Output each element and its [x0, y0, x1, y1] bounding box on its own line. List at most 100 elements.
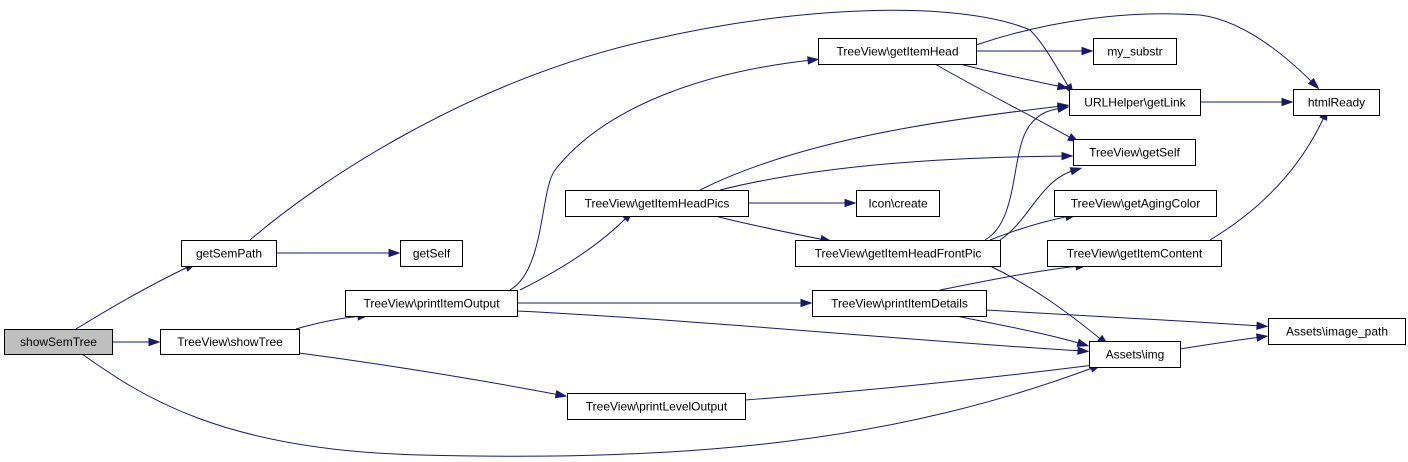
- node-showTree[interactable]: TreeView\showTree: [160, 329, 300, 355]
- edge-line: [989, 215, 1071, 241]
- edge-line: [1209, 114, 1326, 241]
- edge-line: [959, 63, 1063, 88]
- edge-line: [298, 352, 561, 396]
- node-getItemHeadPics[interactable]: TreeView\getItemHeadPics: [565, 190, 749, 217]
- arrowhead: [388, 248, 401, 258]
- edge-getItemContent-to-htmlReady: [1209, 108, 1329, 241]
- edge-line: [939, 265, 1081, 291]
- edge-line: [81, 353, 1096, 457]
- node-label: TreeView\getItemHeadPics: [585, 197, 730, 211]
- node-printItemDetails[interactable]: TreeView\printItemDetails: [812, 290, 987, 317]
- edge-getItemHeadPics-to-iconCreate: [748, 198, 857, 208]
- edge-showTree-to-printLevelOutput: [298, 352, 568, 399]
- node-iconCreate[interactable]: Icon\create: [856, 190, 940, 217]
- arrowhead: [148, 337, 161, 347]
- edge-getItemHead-to-htmlReady: [975, 13, 1320, 90]
- node-box[interactable]: [1069, 89, 1201, 116]
- node-box[interactable]: [567, 393, 746, 420]
- node-getItemContent[interactable]: TreeView\getItemContent: [1047, 240, 1222, 267]
- call-graph-nodes: showSemTree getSemPath getSelfTreeView\sho…: [4, 38, 1406, 420]
- node-getAgingColor[interactable]: TreeView\getAgingColor: [1054, 190, 1217, 217]
- node-box[interactable]: [1293, 89, 1380, 116]
- edge-line: [75, 265, 191, 330]
- node-label: TreeView\printItemDetails: [831, 297, 968, 311]
- node-box[interactable]: [160, 329, 300, 355]
- node-box[interactable]: [1073, 139, 1196, 166]
- node-htmlReady[interactable]: htmlReady: [1293, 89, 1380, 116]
- edge-line: [714, 215, 826, 241]
- edge-printItemOutput-to-getItemHeadPics: [519, 210, 634, 291]
- node-box[interactable]: [1093, 38, 1177, 65]
- node-printLevelOutput[interactable]: TreeView\printLevelOutput: [567, 393, 746, 420]
- edge-getItemHeadPics-to-tvGetSelf: [719, 151, 1074, 191]
- node-printItemOutput[interactable]: TreeView\printItemOutput: [345, 290, 518, 317]
- node-getItemHeadFrontPic[interactable]: TreeView\getItemHeadFrontPic: [795, 240, 1001, 267]
- node-box[interactable]: [1047, 240, 1222, 267]
- edge-getItemHeadPics-to-getItemHeadFrontPic: [714, 215, 833, 244]
- edge-line: [934, 63, 1074, 140]
- edge-getItemHeadFrontPic-to-getAgingColor: [989, 212, 1078, 241]
- node-box[interactable]: [1268, 318, 1406, 345]
- node-label: TreeView\getItemHeadFrontPic: [815, 247, 982, 261]
- edge-getLink-to-htmlReady: [1200, 97, 1294, 107]
- node-label: my_substr: [1107, 45, 1162, 59]
- edge-printItemOutput-to-printItemDetails: [517, 298, 813, 308]
- edge-getItemHeadFrontPic-to-getLink: [984, 104, 1070, 241]
- node-label: TreeView\showTree: [177, 335, 283, 349]
- node-box[interactable]: [4, 329, 113, 355]
- node-getLink[interactable]: URLHelper\getLink: [1069, 89, 1201, 116]
- node-box[interactable]: [565, 190, 749, 217]
- edge-line: [516, 310, 1083, 352]
- arrowhead: [1255, 333, 1269, 342]
- node-label: htmlReady: [1308, 96, 1365, 110]
- node-label: Assets\img: [1106, 348, 1165, 362]
- edge-printItemDetails-to-assetsImg: [955, 315, 1090, 347]
- arrowhead: [1256, 321, 1269, 330]
- node-label: TreeView\getItemHead: [836, 45, 958, 59]
- edge-getItemHead-to-tvGetSelf: [934, 63, 1080, 143]
- node-box[interactable]: [856, 190, 940, 217]
- edge-printLevelOutput-to-assetsImg: [744, 361, 1102, 401]
- node-imagePath[interactable]: Assets\image_path: [1268, 318, 1406, 345]
- node-getItemHead[interactable]: TreeView\getItemHead: [818, 38, 977, 65]
- node-box[interactable]: [400, 240, 463, 267]
- node-label: TreeView\getAgingColor: [1071, 197, 1200, 211]
- node-label: getSelf: [413, 247, 451, 261]
- arrowhead: [1076, 338, 1090, 347]
- node-getSelf[interactable]: getSelf: [400, 240, 463, 267]
- node-box[interactable]: [181, 240, 277, 267]
- node-box[interactable]: [1089, 341, 1181, 368]
- edge-line: [295, 315, 363, 330]
- node-box[interactable]: [345, 290, 518, 317]
- node-label: TreeView\getItemContent: [1067, 247, 1203, 261]
- edge-line: [989, 265, 1104, 342]
- arrowhead: [1081, 46, 1094, 56]
- node-box[interactable]: [1054, 190, 1217, 217]
- edge-getSemPath-to-getSelf: [276, 248, 401, 258]
- node-assetsImg[interactable]: Assets\img: [1089, 341, 1181, 368]
- node-mySubstr[interactable]: my_substr: [1093, 38, 1177, 65]
- edge-getItemHeadPics-to-getLink: [699, 102, 1070, 191]
- node-getSemPath[interactable]: getSemPath: [181, 240, 277, 267]
- edge-getItemHeadFrontPic-to-assetsImg: [989, 265, 1109, 346]
- arrowhead: [1061, 151, 1074, 161]
- arrowhead: [1056, 81, 1070, 91]
- node-label: TreeView\getSelf: [1089, 146, 1180, 160]
- edge-line: [955, 315, 1083, 345]
- node-showSemTree[interactable]: showSemTree: [4, 329, 113, 355]
- node-tvGetSelf[interactable]: TreeView\getSelf: [1073, 139, 1196, 166]
- node-box[interactable]: [795, 240, 1001, 267]
- arrowhead: [800, 298, 813, 308]
- node-label: Icon\create: [868, 197, 928, 211]
- arrowhead: [1281, 97, 1294, 107]
- arrowhead: [1307, 77, 1320, 90]
- edge-line: [1179, 336, 1262, 350]
- call-graph-edges: [75, 9, 1329, 457]
- node-label: URLHelper\getLink: [1084, 96, 1186, 110]
- edge-line: [744, 364, 1095, 401]
- node-box[interactable]: [818, 38, 977, 65]
- arrowhead: [1077, 346, 1090, 355]
- arrowhead: [807, 56, 820, 65]
- node-box[interactable]: [812, 290, 987, 317]
